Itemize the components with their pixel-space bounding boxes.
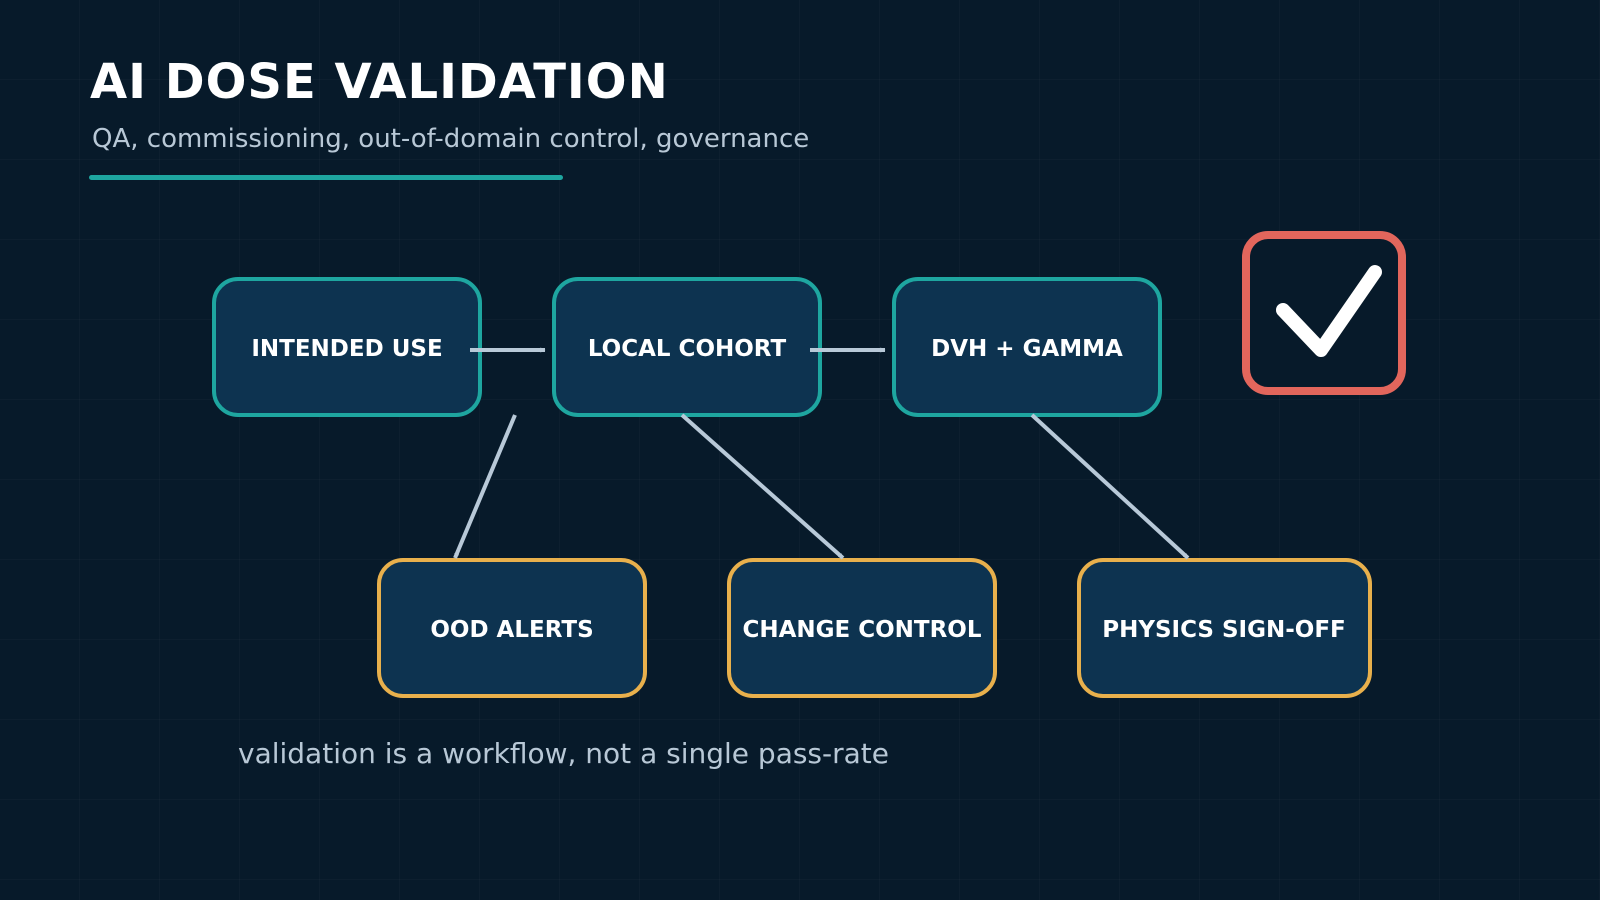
checkmark-badge <box>1242 231 1406 395</box>
arrow-intended-use-to-ood-alerts <box>453 414 517 559</box>
arrow-dvh-gamma-to-physics-signoff <box>1030 413 1190 560</box>
page-title: AI DOSE VALIDATION <box>90 54 669 110</box>
node-local-cohort: LOCAL COHORT <box>552 277 822 417</box>
page-subtitle: QA, commissioning, out-of-domain control… <box>92 124 810 154</box>
node-dvh-gamma: DVH + GAMMA <box>892 277 1162 417</box>
node-change-control: CHANGE CONTROL <box>727 558 997 698</box>
node-ood-alerts: OOD ALERTS <box>377 558 647 698</box>
checkmark-icon <box>1276 265 1382 357</box>
node-physics-signoff: PHYSICS SIGN-OFF <box>1077 558 1372 698</box>
node-dvh-gamma-label: DVH + GAMMA <box>931 336 1123 362</box>
arrow-local-cohort-to-change-control <box>680 413 845 560</box>
node-ood-alerts-label: OOD ALERTS <box>430 617 593 643</box>
title-underline <box>89 175 563 180</box>
node-intended-use-label: INTENDED USE <box>251 336 442 362</box>
node-intended-use: INTENDED USE <box>212 277 482 417</box>
node-change-control-label: CHANGE CONTROL <box>742 617 981 643</box>
node-local-cohort-label: LOCAL COHORT <box>588 336 787 362</box>
node-physics-signoff-label: PHYSICS SIGN-OFF <box>1102 617 1346 643</box>
caption: validation is a workflow, not a single p… <box>238 737 889 770</box>
